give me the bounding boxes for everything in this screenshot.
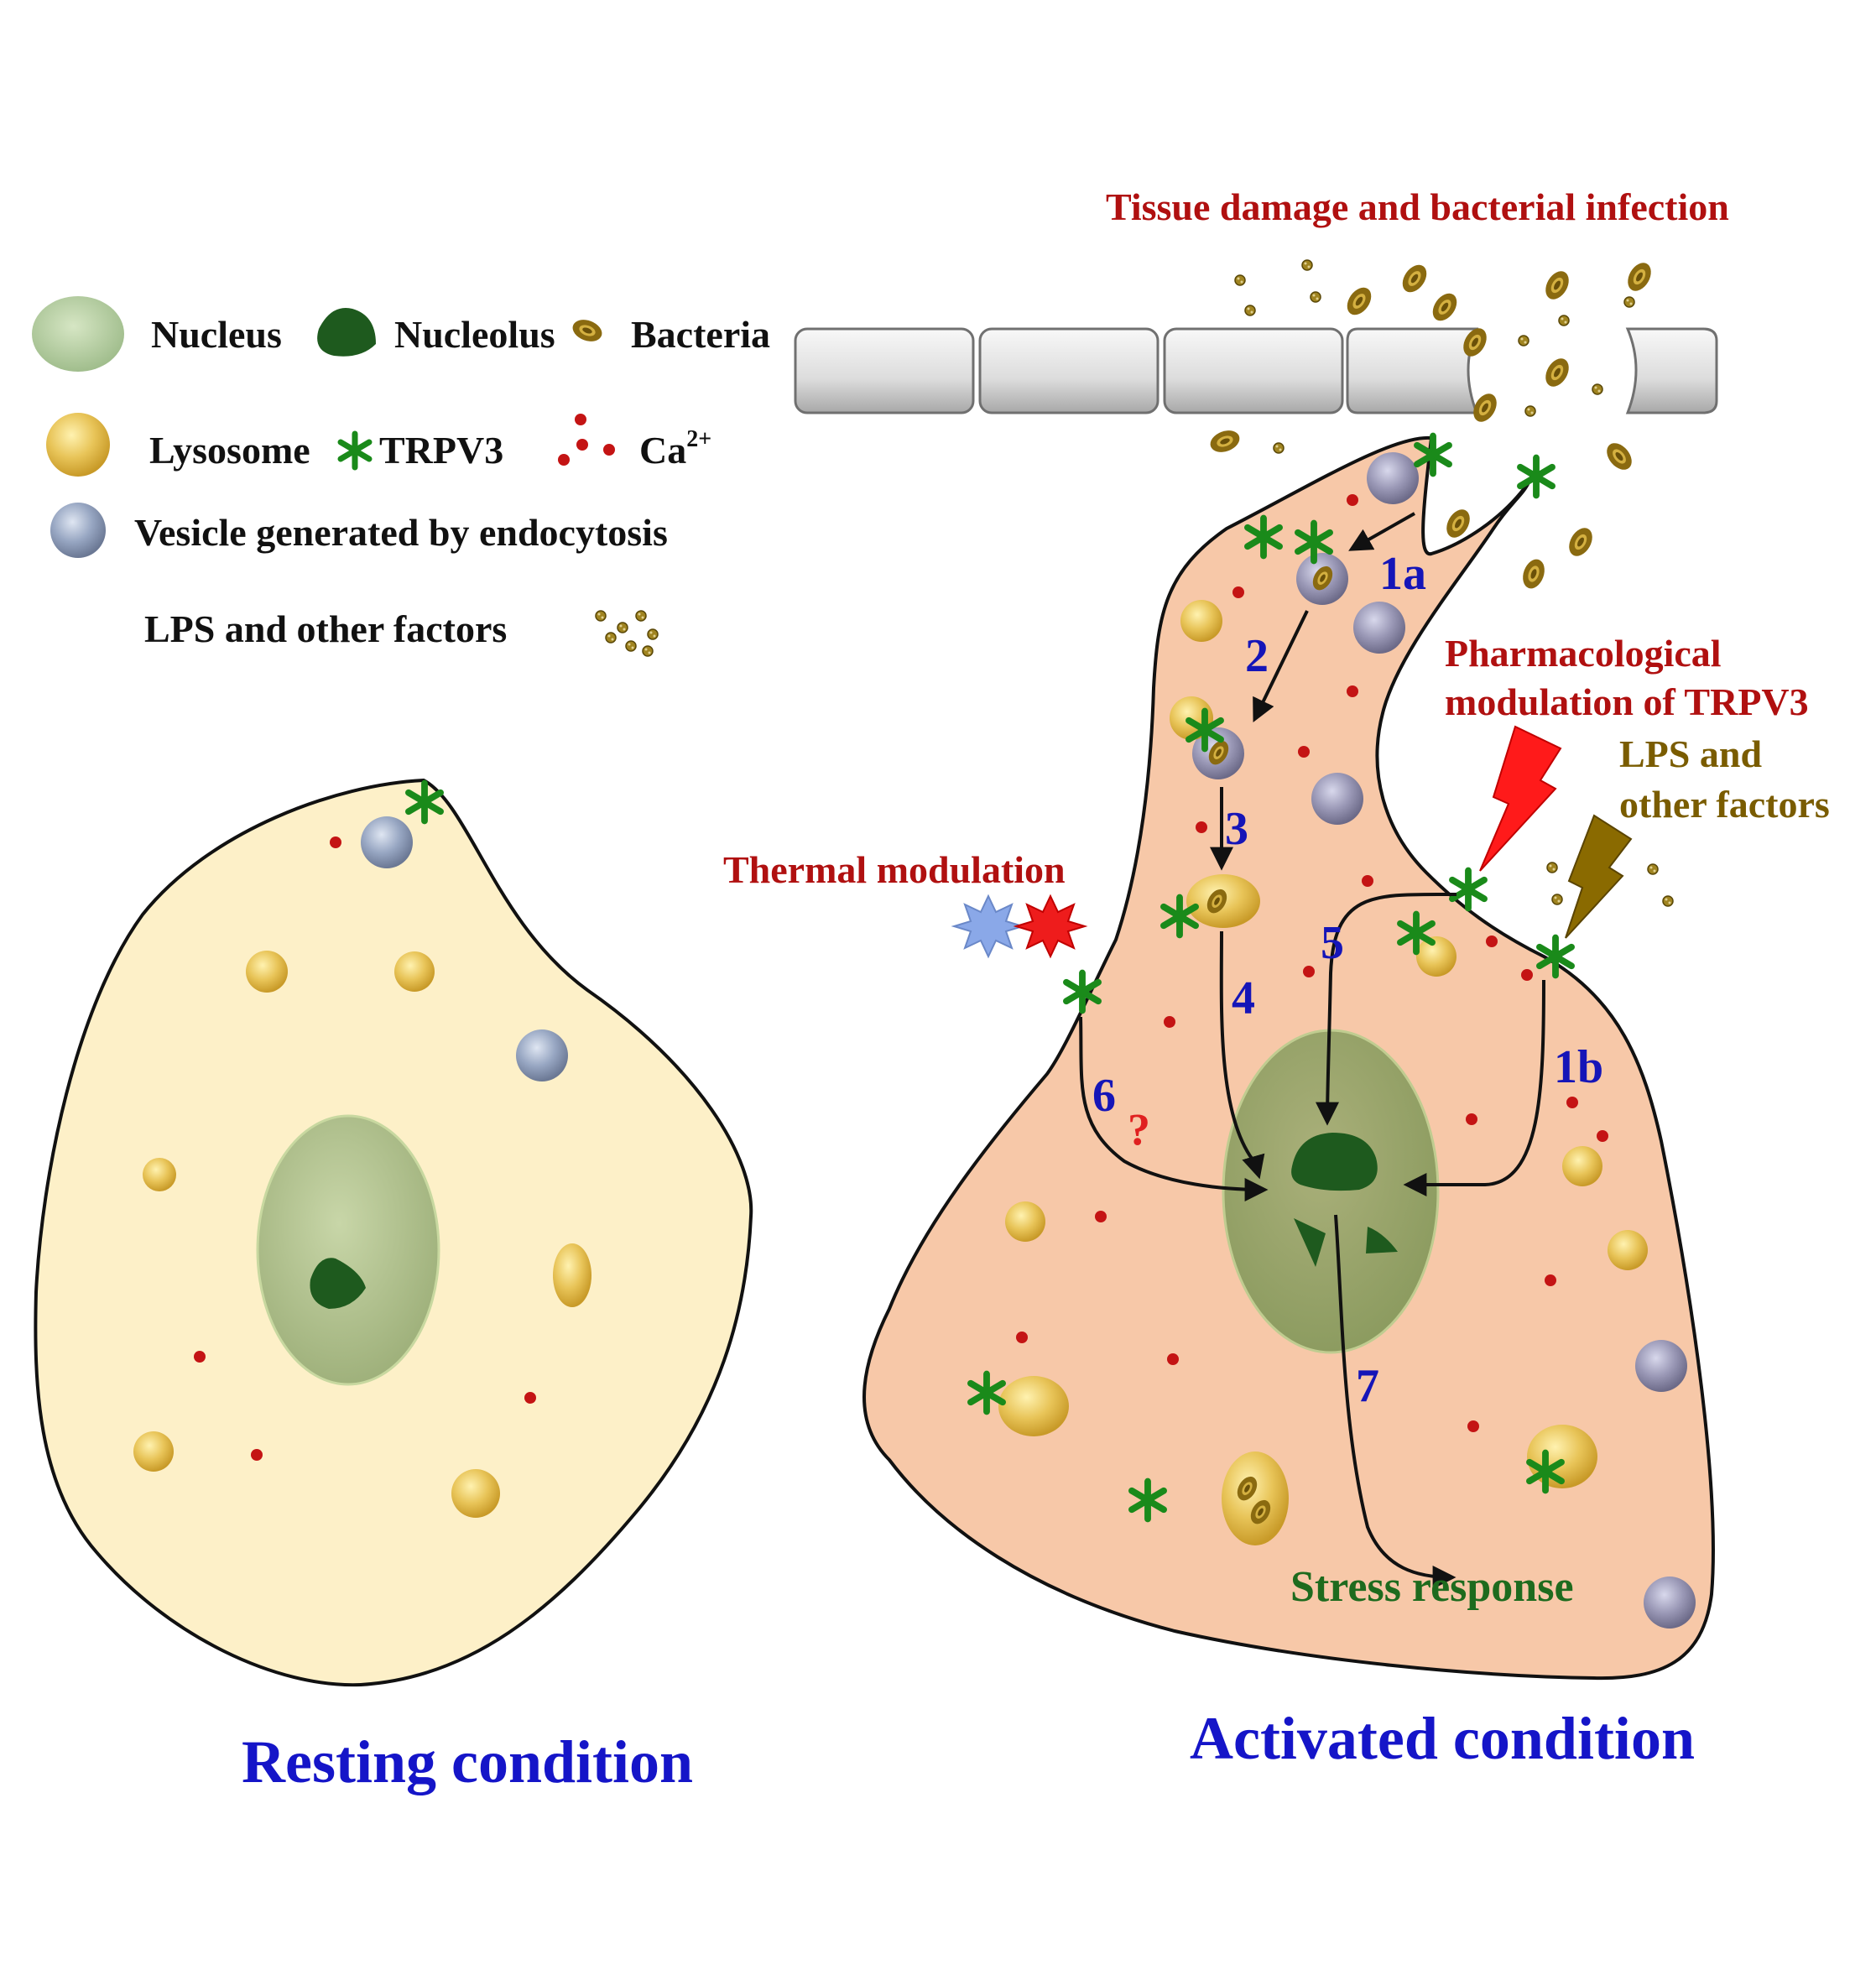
heat-stimulus-icon bbox=[1013, 894, 1088, 959]
epithelial-barrier bbox=[794, 327, 1718, 414]
resting-condition-title: Resting condition bbox=[242, 1728, 693, 1795]
lps-stimulus-label-line2: other factors bbox=[1619, 783, 1830, 826]
activated-cell: 1a 2 3 4 5 1b 6 7 ? bbox=[862, 436, 1715, 1681]
activated-nucleolus-fragment bbox=[1366, 1227, 1398, 1253]
pharmacological-lightning-icon bbox=[1479, 725, 1562, 872]
pharmacological-label-line2: modulation of TRPV3 bbox=[1445, 680, 1809, 723]
resting-lysosomes bbox=[133, 951, 591, 1518]
pharmacological-label-line1: Pharmacological bbox=[1445, 632, 1722, 675]
legend-nucleus-label: Nucleus bbox=[151, 313, 282, 356]
pathway-arrows bbox=[1079, 512, 1545, 1589]
resting-vesicle bbox=[361, 816, 413, 868]
lps-legend-icon bbox=[595, 610, 659, 657]
bacteria-legend-icon bbox=[569, 315, 606, 346]
legend-calcium-label: Ca2+ bbox=[639, 426, 711, 472]
thermal-modulation-label: Thermal modulation bbox=[723, 848, 1066, 891]
question-mark: ? bbox=[1128, 1104, 1150, 1154]
lysosome-legend-icon bbox=[46, 413, 110, 477]
resting-nucleus bbox=[256, 1114, 440, 1386]
nucleolus-legend-icon bbox=[317, 308, 376, 357]
step-3-label: 3 bbox=[1225, 803, 1248, 855]
vesicle-legend-icon bbox=[50, 503, 106, 558]
step-6-label: 6 bbox=[1092, 1070, 1116, 1122]
activated-nucleolus bbox=[1291, 1133, 1378, 1191]
calcium-legend-icon bbox=[558, 414, 615, 466]
resting-nucleolus bbox=[310, 1258, 366, 1309]
nucleus-legend-icon bbox=[32, 296, 124, 372]
legend-lps-label: LPS and other factors bbox=[144, 607, 507, 650]
legend-trpv3-label: TRPV3 bbox=[379, 429, 503, 472]
resting-cell bbox=[34, 778, 753, 1687]
resting-calcium bbox=[194, 836, 536, 1461]
step-5-label: 5 bbox=[1321, 917, 1344, 969]
cold-stimulus-icon bbox=[951, 894, 1026, 959]
step-4-label: 4 bbox=[1232, 972, 1255, 1024]
legend-nucleolus-label: Nucleolus bbox=[394, 313, 555, 356]
activated-nucleus bbox=[1222, 1029, 1440, 1354]
activated-nucleolus-fragment bbox=[1294, 1218, 1326, 1267]
legend-bacteria-label: Bacteria bbox=[631, 313, 770, 356]
trpv3-legend-icon bbox=[341, 434, 369, 467]
legend-lysosome-label: Lysosome bbox=[149, 429, 310, 472]
resting-vesicle bbox=[516, 1029, 568, 1081]
activated-condition-title: Activated condition bbox=[1190, 1705, 1695, 1772]
legend: Nucleus Nucleolus Bacteria Lysosome TRPV… bbox=[32, 296, 770, 657]
activated-calcium bbox=[1016, 494, 1608, 1432]
step-1b-label: 1b bbox=[1554, 1041, 1603, 1093]
step-1a-label: 1a bbox=[1379, 548, 1426, 600]
stress-response-label: Stress response bbox=[1290, 1563, 1574, 1611]
lps-lightning-icon bbox=[1565, 814, 1633, 939]
step-7-label: 7 bbox=[1356, 1360, 1379, 1412]
step-2-label: 2 bbox=[1245, 630, 1269, 682]
lps-stimulus-label-line1: LPS and bbox=[1619, 732, 1762, 775]
legend-vesicle-label: Vesicle generated by endocytosis bbox=[134, 511, 668, 554]
activated-lysosomes bbox=[998, 600, 1648, 1545]
tissue-damage-label: Tissue damage and bacterial infection bbox=[1106, 185, 1729, 228]
